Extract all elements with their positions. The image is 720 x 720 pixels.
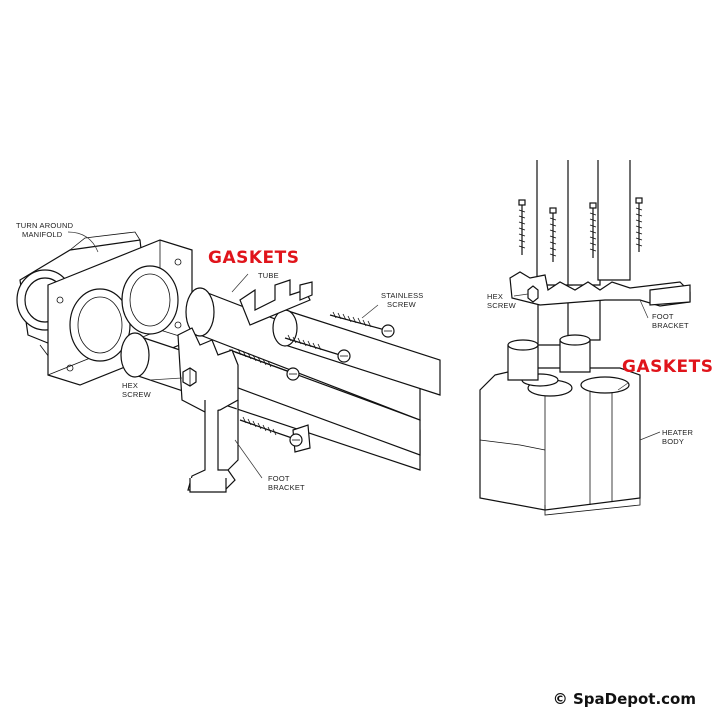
- upper-bracket: [239, 279, 313, 326]
- label-hex-right-1: HEX: [487, 292, 503, 301]
- label-turn-around-1: TURN AROUND: [16, 221, 74, 230]
- screw-2: [284, 334, 351, 363]
- stainless-screws-left: [234, 311, 395, 447]
- label-foot-left-1: FOOT: [268, 474, 290, 483]
- screw-3: [234, 348, 300, 381]
- label-foot-left-2: BRACKET: [268, 483, 305, 492]
- label-gaskets-right: GASKETS: [622, 357, 713, 377]
- foot-bracket-right: [509, 271, 691, 307]
- right-vertical-view: HEX SCREW FOOT BRACKET GASKETS HEATER BO…: [479, 160, 713, 516]
- label-turn-around-2: MANIFOLD: [22, 230, 63, 239]
- screw-4: [239, 416, 303, 447]
- screw-1: [329, 311, 395, 338]
- screw-r4: [635, 197, 643, 252]
- vertical-tubes: [536, 160, 631, 346]
- label-foot-right-2: BRACKET: [652, 321, 689, 330]
- screw-r1: [518, 199, 526, 255]
- label-heater-1: HEATER: [662, 428, 693, 437]
- label-hex-left-1: HEX: [122, 381, 138, 390]
- copyright-notice: © SpaDepot.com: [552, 690, 696, 708]
- screw-r3: [589, 202, 597, 258]
- label-tube: TUBE: [258, 271, 279, 280]
- label-gaskets-left: GASKETS: [208, 248, 299, 268]
- hex-screw-left: [182, 367, 197, 387]
- label-stainless-1: STAINLESS: [381, 291, 424, 300]
- label-stainless-2: SCREW: [387, 300, 417, 309]
- label-hex-left-2: SCREW: [122, 390, 152, 399]
- heater-body: [479, 334, 641, 516]
- screw-r2: [549, 207, 557, 262]
- label-hex-right-2: SCREW: [487, 301, 517, 310]
- stainless-screws-right: [518, 197, 643, 262]
- label-heater-2: BODY: [662, 437, 684, 446]
- label-foot-right-1: FOOT: [652, 312, 674, 321]
- left-exploded-view: TURN AROUND MANIFOLD GASKETS TUBE STAINL…: [16, 221, 441, 493]
